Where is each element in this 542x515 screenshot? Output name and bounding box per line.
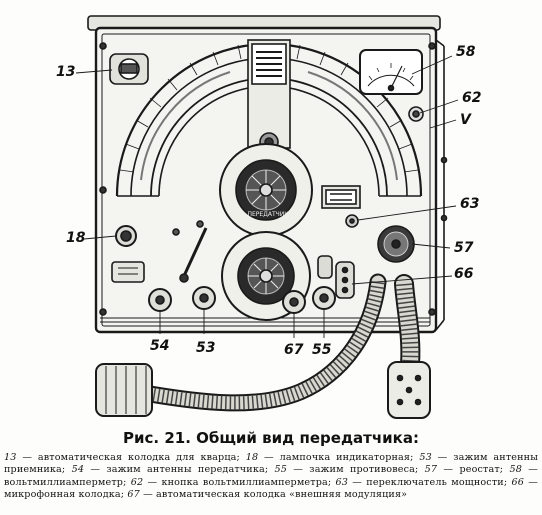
callout-13: 13 <box>56 64 76 80</box>
legend-text: — зажим антенны приемника; <box>4 452 538 476</box>
legend-text: — реостат; <box>437 464 510 476</box>
callout-53: 53 <box>196 340 216 356</box>
legend-num: 58 <box>509 464 522 476</box>
callout-67: 67 <box>284 342 304 358</box>
legend-num: 57 <box>424 464 438 476</box>
figure-caption-legend: 13 — автоматическая колодка для кварца; … <box>4 452 538 502</box>
legend-num: 66 <box>511 476 524 488</box>
legend-text: — зажим противовеса; <box>287 464 425 476</box>
legend-num: 62 <box>130 476 144 488</box>
transmitter-illustration: ПЕРЕДАТЧИК <box>75 15 459 419</box>
bottom-terminals <box>148 286 336 314</box>
microphone-socket <box>317 255 355 299</box>
legend-text: — автоматическая колодка для кварца; <box>16 452 246 463</box>
legend-text: — микрофонная колодка; <box>4 476 538 501</box>
volt-milliammeter <box>359 49 423 95</box>
dial-label: ПЕРЕДАТЧИК <box>247 211 289 218</box>
callout-66: 66 <box>454 266 474 282</box>
legend-num: 63 <box>335 476 349 488</box>
callout-58: 58 <box>456 44 476 60</box>
callout-63: 63 <box>460 196 480 212</box>
power-switch <box>321 185 361 228</box>
rheostat-knob <box>377 225 415 263</box>
legend-num: 13 <box>4 452 17 463</box>
callout-18: 18 <box>66 230 86 246</box>
upper-tuning-dial <box>219 143 313 237</box>
callout-55: 55 <box>312 342 332 358</box>
legend-text: — переключатель мощности; <box>348 476 512 488</box>
legend-text: — вольтмиллиамперметр; <box>4 464 539 488</box>
callout-v: V <box>460 112 471 128</box>
flexible-cable <box>141 273 387 412</box>
callout-leaders <box>75 55 459 338</box>
legend-text: — лампочка индикаторная; <box>258 452 420 463</box>
cable-plug-left <box>95 363 153 417</box>
callout-62: 62 <box>462 90 482 106</box>
legend-num: 18 <box>245 452 259 463</box>
crystal-socket <box>109 53 149 85</box>
figure-caption-title: Рис. 21. Общий вид передатчика: <box>123 429 419 447</box>
indicator-lamp <box>115 225 137 247</box>
legend-text: — зажим антенны передатчика; <box>84 464 275 476</box>
legend-num: 53 <box>419 452 432 463</box>
pointer-bracket <box>247 39 291 152</box>
legend-text: — автоматическая колодка «внешняя модуля… <box>139 489 408 501</box>
callout-54: 54 <box>150 338 170 354</box>
cable-plug-right <box>387 274 431 419</box>
meter-button <box>408 106 424 122</box>
legend-num: 55 <box>274 464 288 476</box>
left-lower-controls <box>111 220 208 283</box>
legend-num: 67 <box>127 489 140 501</box>
legend-num: 54 <box>71 464 85 476</box>
legend-text: — кнопка вольтмиллиамперметра; <box>143 476 336 488</box>
callout-57: 57 <box>454 240 474 256</box>
